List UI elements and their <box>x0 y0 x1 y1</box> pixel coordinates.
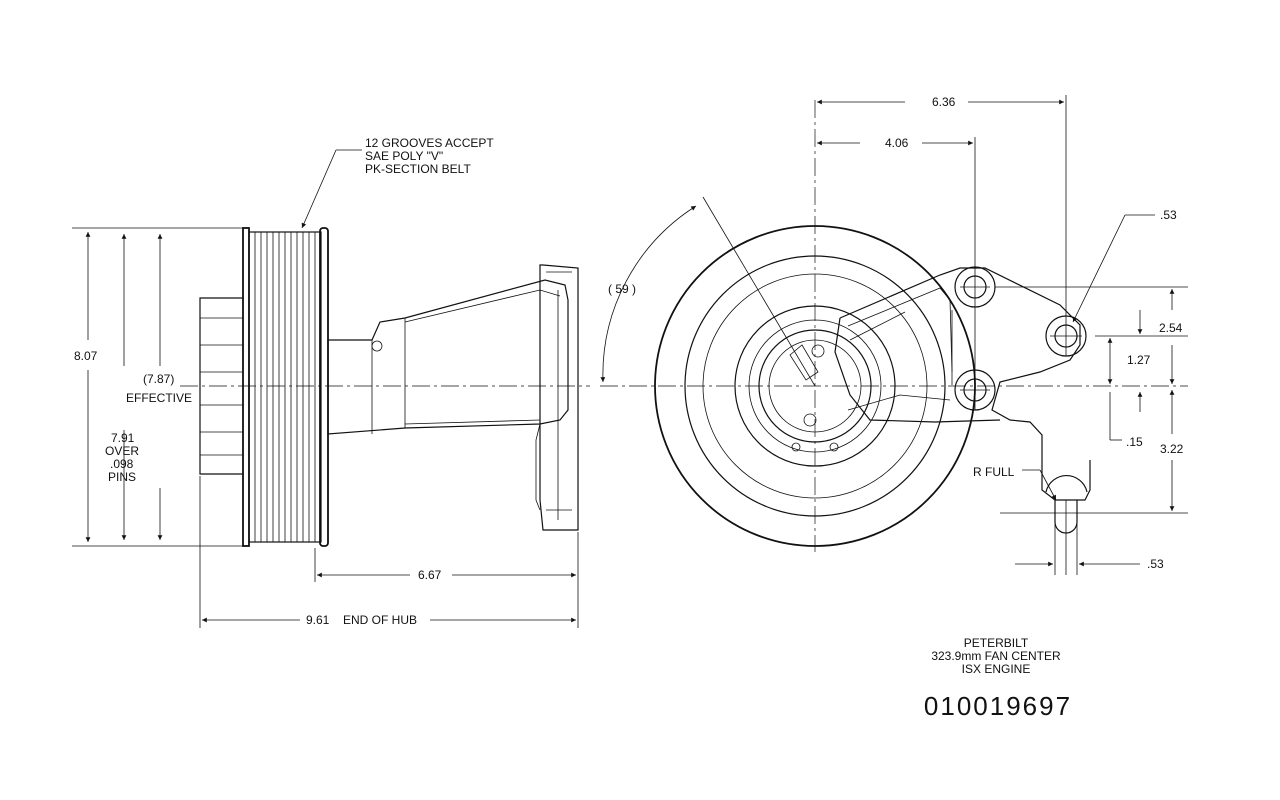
dim-effective-label: EFFECTIVE <box>126 391 192 405</box>
title-line1: PETERBILT <box>964 636 1029 650</box>
dim-effective-value: (7.87) <box>143 372 174 386</box>
dim-end-of-hub-value: 9.61 <box>306 613 330 627</box>
dim-width-406: 4.06 <box>885 136 909 150</box>
title-line2: 323.9mm FAN CENTER <box>931 649 1061 663</box>
dim-pins-line2: OVER <box>105 444 139 458</box>
dim-end-of-hub-label: END OF HUB <box>343 613 417 627</box>
dim-bracket-depth: 6.67 <box>418 568 442 582</box>
dim-slot-053-bottom: .53 <box>1147 557 1164 571</box>
dim-width-636: 6.36 <box>932 95 956 109</box>
part-number: 010019697 <box>924 691 1072 721</box>
dim-overall-height: 8.07 <box>74 349 98 363</box>
dim-127: 1.27 <box>1127 353 1151 367</box>
callout-grooves-line2: SAE POLY "V" <box>365 149 443 163</box>
side-view-dimensions: 8.07 (7.87) EFFECTIVE 7.91 OVER .098 PIN… <box>72 136 579 628</box>
dim-254: 2.54 <box>1159 321 1183 335</box>
dim-pins-line1: 7.91 <box>111 431 135 445</box>
callout-r-full: R FULL <box>973 465 1015 479</box>
title-block: PETERBILT 323.9mm FAN CENTER ISX ENGINE … <box>924 636 1072 721</box>
callout-grooves-line1: 12 GROOVES ACCEPT <box>365 136 494 150</box>
front-view <box>600 95 1188 575</box>
callout-grooves-line3: PK-SECTION BELT <box>365 162 471 176</box>
dim-pins-line4: PINS <box>108 470 136 484</box>
dim-angle-value: 59 <box>615 282 629 296</box>
dim-pins-line3: .098 <box>110 457 134 471</box>
title-line3: ISX ENGINE <box>962 662 1031 676</box>
pulley-grooves <box>254 232 316 542</box>
dim-015: .15 <box>1126 435 1143 449</box>
front-view-dimensions: 6.36 4.06 ( 59 ) .53 2.54 1.27 .15 3.22 … <box>600 95 1188 575</box>
dim-322: 3.22 <box>1160 442 1184 456</box>
dim-angle: ( 59 ) <box>608 282 636 296</box>
dim-hole-053-top: .53 <box>1160 208 1177 222</box>
side-view <box>180 227 590 547</box>
